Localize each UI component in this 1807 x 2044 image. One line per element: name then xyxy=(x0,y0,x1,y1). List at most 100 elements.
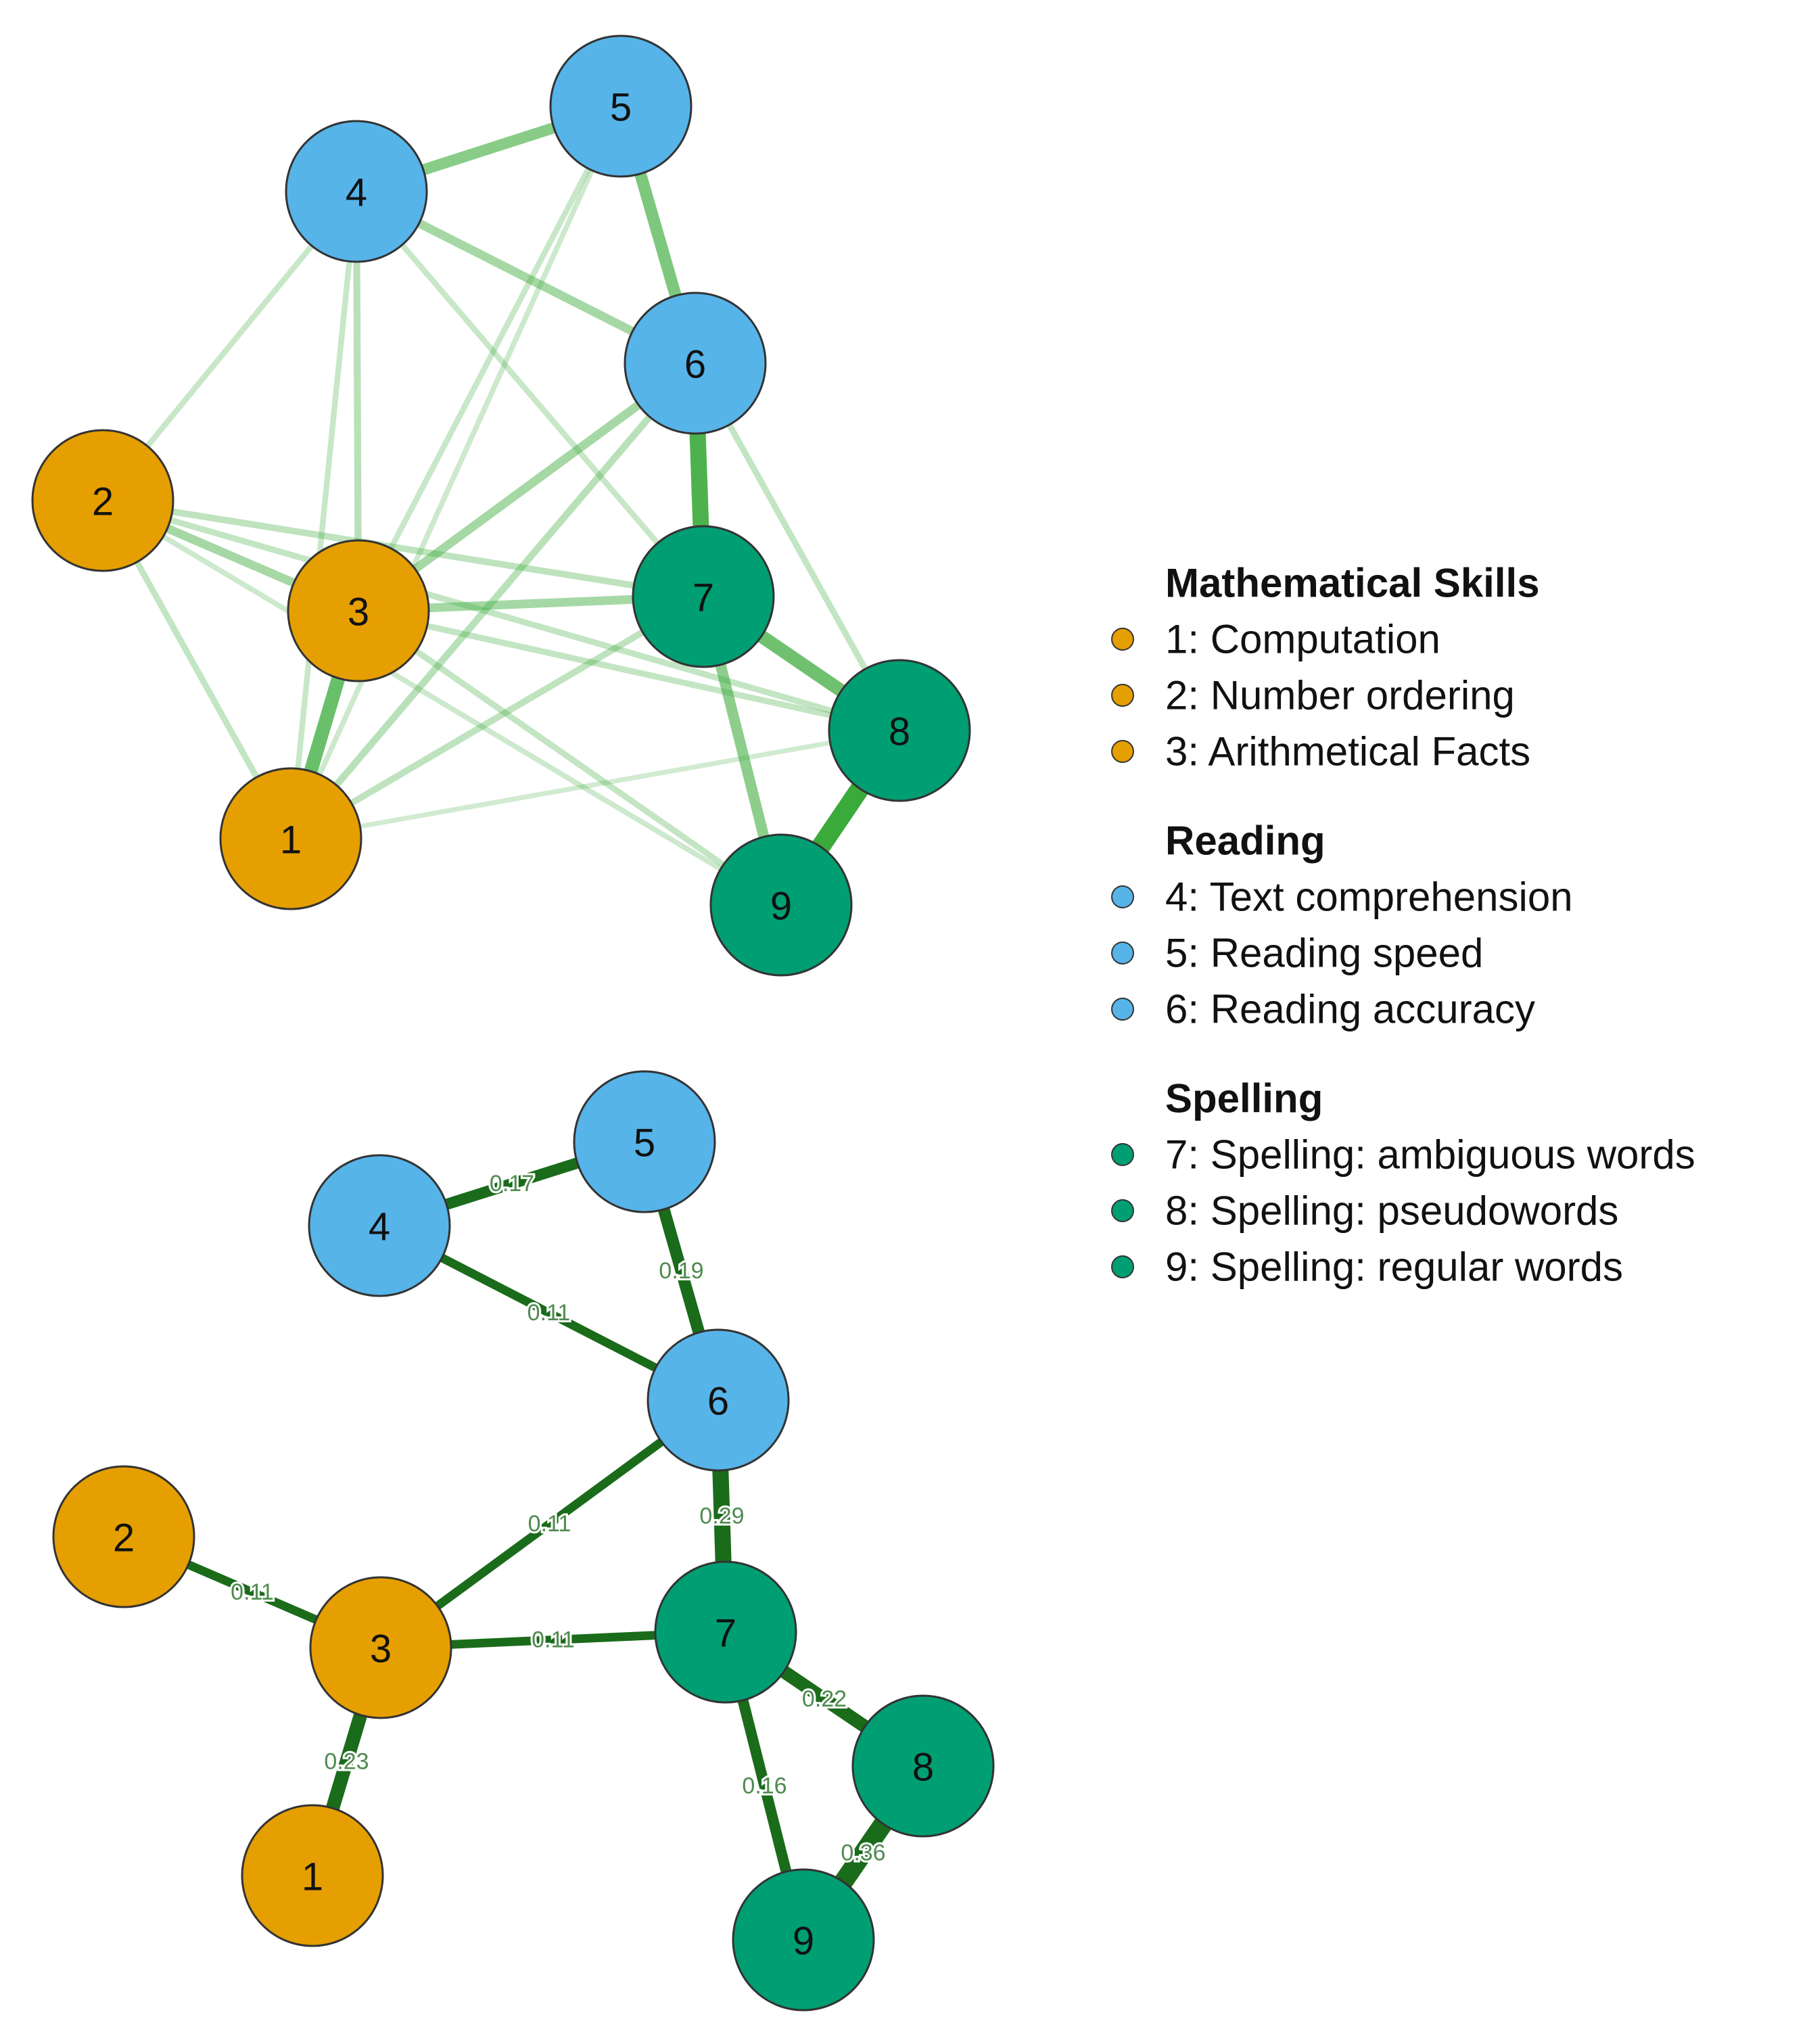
node-label-7: 7 xyxy=(693,576,714,620)
edge-5-1 xyxy=(288,105,624,840)
node-circle-3 xyxy=(309,1576,452,1719)
node-circle-6 xyxy=(647,1328,790,1472)
node-circle-8 xyxy=(851,1694,995,1838)
legend-swatch xyxy=(1111,1255,1134,1278)
edge-weight-2-3: 0.11 xyxy=(231,1579,274,1605)
legend-swatch xyxy=(1111,684,1134,707)
edge-2-7 xyxy=(102,497,704,600)
legend-swatch xyxy=(1111,1143,1134,1166)
legend-group-title: Reading xyxy=(1165,818,1325,864)
node-circle-4 xyxy=(285,120,428,263)
legend-swatch xyxy=(1111,942,1134,965)
legend-swatch xyxy=(1111,998,1134,1021)
node-7: 7 xyxy=(632,525,775,668)
node-1: 1 xyxy=(219,767,362,910)
edge-5-3 xyxy=(356,105,624,612)
legend-item-label: 1: Computation xyxy=(1165,617,1440,662)
node-8: 8 xyxy=(851,1694,995,1838)
sparse-network-edges xyxy=(122,1136,931,1946)
node-circle-8 xyxy=(828,659,971,802)
full-network-nodes: 1 2 3 4 5 6 7 8 9 xyxy=(31,34,971,977)
edge-2-8 xyxy=(101,497,901,734)
legend-item-label: 7: Spelling: ambiguous words xyxy=(1165,1132,1695,1178)
node-2: 2 xyxy=(31,429,174,572)
edge-1-8 xyxy=(290,728,900,841)
node-4: 4 xyxy=(308,1154,451,1297)
node-label-4: 4 xyxy=(346,171,367,215)
node-circle-5 xyxy=(573,1070,716,1213)
legend-item-label: 5: Reading speed xyxy=(1165,931,1483,976)
legend-item-label: 4: Text comprehension xyxy=(1165,875,1573,920)
node-label-4: 4 xyxy=(369,1205,390,1249)
node-circle-3 xyxy=(287,539,430,682)
sparse-network: 0.110.110.110.110.160.170.190.220.230.29… xyxy=(52,1070,995,2012)
legend-item-label: 9: Spelling: regular words xyxy=(1165,1245,1623,1290)
edge-4-7 xyxy=(354,189,706,599)
node-6: 6 xyxy=(647,1328,790,1472)
edge-weight-6-7: 0.29 xyxy=(699,1504,744,1529)
node-label-6: 6 xyxy=(707,1380,729,1424)
node-label-8: 8 xyxy=(912,1746,934,1790)
node-circle-1 xyxy=(219,767,362,910)
node-7: 7 xyxy=(654,1560,797,1704)
legend-item-label: 6: Reading accuracy xyxy=(1165,987,1535,1032)
node-4: 4 xyxy=(285,120,428,263)
node-circle-7 xyxy=(654,1560,797,1704)
node-label-3: 3 xyxy=(348,590,369,634)
node-label-9: 9 xyxy=(793,1920,814,1964)
legend-item-label: 2: Number ordering xyxy=(1165,673,1515,718)
node-label-1: 1 xyxy=(280,818,302,862)
edge-weight-5-6: 0.19 xyxy=(659,1258,703,1284)
node-5: 5 xyxy=(549,34,693,178)
node-8: 8 xyxy=(828,659,971,802)
edge-weight-8-9: 0.36 xyxy=(841,1840,885,1866)
edge-4-1 xyxy=(287,191,360,839)
node-circle-2 xyxy=(31,429,174,572)
node-6: 6 xyxy=(624,292,767,435)
edge-weight-4-5: 0.17 xyxy=(490,1171,534,1197)
node-9: 9 xyxy=(732,1868,875,2012)
node-circle-9 xyxy=(732,1868,875,2012)
node-circle-4 xyxy=(308,1154,451,1297)
edge-3-9 xyxy=(356,608,783,908)
edge-2-9 xyxy=(101,498,783,908)
node-label-3: 3 xyxy=(370,1627,392,1671)
legend-group-1: Reading 4: Text comprehension 5: Reading s… xyxy=(1111,818,1573,1032)
legend-group-2: Spelling 7: Spelling: ambiguous words 8: S… xyxy=(1111,1076,1695,1290)
legend: Mathematical Skills 1: Computation 2: Numb… xyxy=(1111,561,1695,1290)
legend-group-0: Mathematical Skills 1: Computation 2: Numb… xyxy=(1111,561,1540,774)
legend-swatch xyxy=(1111,1199,1134,1222)
legend-swatch xyxy=(1111,885,1134,908)
edge-weight-3-7: 0.11 xyxy=(532,1627,575,1653)
edge-weight-7-8: 0.22 xyxy=(802,1686,847,1712)
node-circle-6 xyxy=(624,292,767,435)
node-circle-2 xyxy=(52,1465,195,1608)
node-circle-9 xyxy=(709,833,853,977)
node-label-5: 5 xyxy=(634,1121,655,1165)
legend-group-title: Spelling xyxy=(1165,1076,1323,1121)
node-label-9: 9 xyxy=(770,885,792,929)
node-5: 5 xyxy=(573,1070,716,1213)
full-network-edges xyxy=(100,101,908,910)
node-label-8: 8 xyxy=(889,710,910,754)
legend-swatch xyxy=(1111,740,1134,763)
legend-group-title: Mathematical Skills xyxy=(1165,561,1540,606)
edge-weight-1-3: 0.23 xyxy=(324,1749,369,1775)
full-network: 1 2 3 4 5 6 7 8 9 xyxy=(31,34,971,977)
node-circle-5 xyxy=(549,34,693,178)
legend-item-label: 3: Arithmetical Facts xyxy=(1165,729,1530,774)
edge-weight-4-6: 0.11 xyxy=(527,1300,571,1326)
node-label-2: 2 xyxy=(113,1516,135,1560)
node-circle-1 xyxy=(241,1804,384,1947)
edge-1-7 xyxy=(289,593,705,842)
node-2: 2 xyxy=(52,1465,195,1608)
legend-item-label: 8: Spelling: pseudowords xyxy=(1165,1188,1618,1234)
node-circle-7 xyxy=(632,525,775,668)
edge-weight-7-9: 0.16 xyxy=(742,1773,787,1799)
node-label-7: 7 xyxy=(715,1612,736,1656)
node-label-6: 6 xyxy=(684,343,706,387)
legend-swatch xyxy=(1111,628,1134,651)
node-9: 9 xyxy=(709,833,853,977)
